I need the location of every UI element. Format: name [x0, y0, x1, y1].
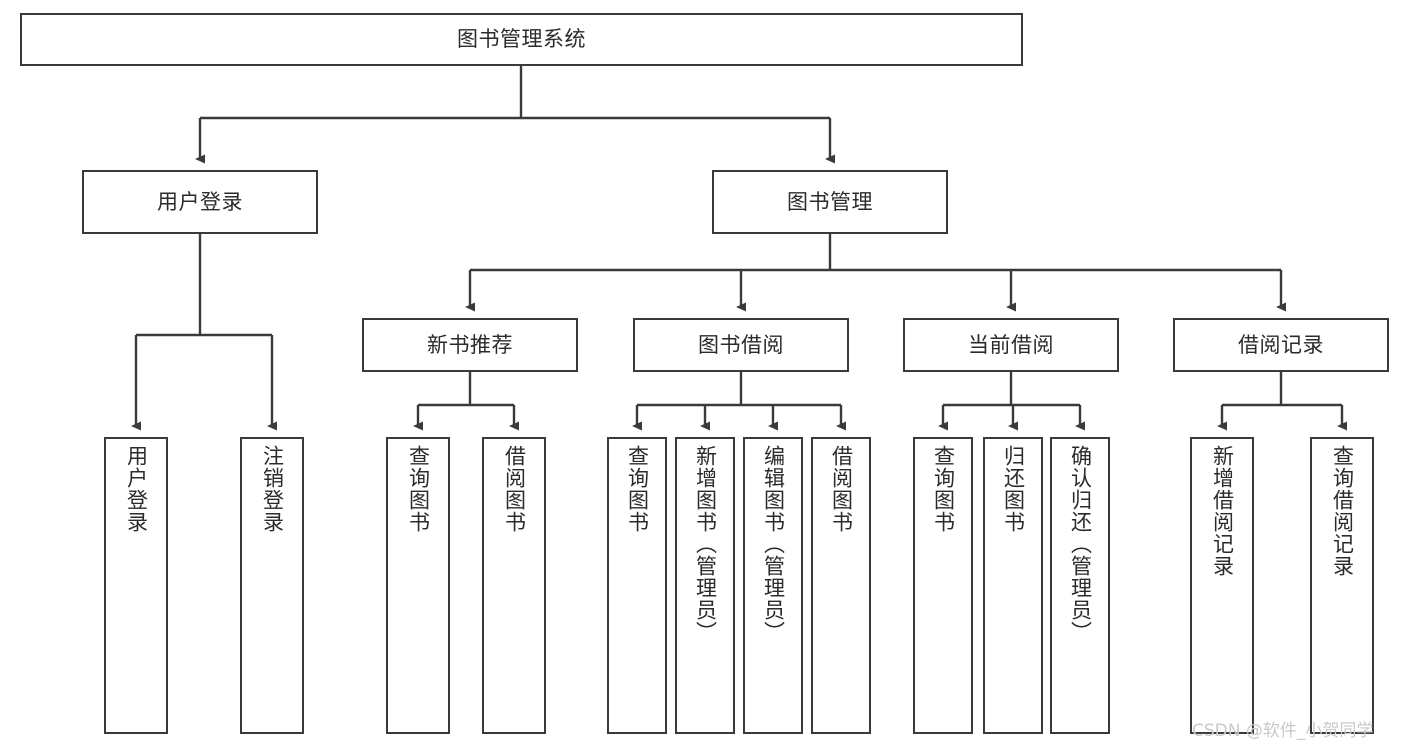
- node-leaf-edit-book[interactable]: 编辑图书（管理员）: [743, 437, 803, 734]
- node-leaf-query-book-recommend[interactable]: 查询图书: [386, 437, 450, 734]
- node-leaf-query-borrow-record[interactable]: 查询借阅记录: [1310, 437, 1374, 734]
- node-root[interactable]: 图书管理系统: [20, 13, 1023, 66]
- node-book-borrow[interactable]: 图书借阅: [633, 318, 849, 372]
- node-label-root: 图书管理系统: [457, 27, 586, 52]
- node-label-book-management: 图书管理: [787, 189, 873, 214]
- node-label-leaf-logout: 注销登录: [260, 445, 285, 533]
- node-leaf-borrow-book-recommend[interactable]: 借阅图书: [482, 437, 546, 734]
- node-label-new-book-recommend: 新书推荐: [427, 332, 513, 357]
- node-label-user-login: 用户登录: [157, 189, 243, 214]
- node-label-leaf-add-borrow-record: 新增借阅记录: [1210, 445, 1235, 577]
- node-leaf-borrow-book[interactable]: 借阅图书: [811, 437, 871, 734]
- node-label-leaf-user-login: 用户登录: [124, 445, 149, 533]
- node-label-leaf-edit-book: 编辑图书（管理员）: [761, 445, 786, 643]
- node-borrow-record[interactable]: 借阅记录: [1173, 318, 1389, 372]
- node-leaf-user-login[interactable]: 用户登录: [104, 437, 168, 734]
- node-current-borrow[interactable]: 当前借阅: [903, 318, 1119, 372]
- node-user-login[interactable]: 用户登录: [82, 170, 318, 234]
- node-leaf-confirm-return[interactable]: 确认归还（管理员）: [1050, 437, 1110, 734]
- node-label-leaf-query-book-borrow: 查询图书: [625, 445, 650, 533]
- csdn-watermark: CSDN @软件_小贺同学: [1192, 721, 1374, 741]
- node-leaf-return-book[interactable]: 归还图书: [983, 437, 1043, 734]
- node-new-book-recommend[interactable]: 新书推荐: [362, 318, 578, 372]
- node-leaf-query-book-current[interactable]: 查询图书: [913, 437, 973, 734]
- node-leaf-logout[interactable]: 注销登录: [240, 437, 304, 734]
- node-label-leaf-add-book: 新增图书（管理员）: [693, 445, 718, 643]
- node-leaf-query-book-borrow[interactable]: 查询图书: [607, 437, 667, 734]
- node-label-leaf-borrow-book-recommend: 借阅图书: [502, 445, 527, 533]
- node-label-leaf-confirm-return: 确认归还（管理员）: [1068, 445, 1093, 643]
- node-label-leaf-return-book: 归还图书: [1001, 445, 1026, 533]
- node-leaf-add-book[interactable]: 新增图书（管理员）: [675, 437, 735, 734]
- node-leaf-add-borrow-record[interactable]: 新增借阅记录: [1190, 437, 1254, 734]
- node-label-book-borrow: 图书借阅: [698, 332, 784, 357]
- node-label-leaf-query-book-current: 查询图书: [931, 445, 956, 533]
- node-book-management[interactable]: 图书管理: [712, 170, 948, 234]
- node-label-current-borrow: 当前借阅: [968, 332, 1054, 357]
- node-label-leaf-query-book-recommend: 查询图书: [406, 445, 431, 533]
- node-label-borrow-record: 借阅记录: [1238, 332, 1324, 357]
- node-label-leaf-query-borrow-record: 查询借阅记录: [1330, 445, 1355, 577]
- node-label-leaf-borrow-book: 借阅图书: [829, 445, 854, 533]
